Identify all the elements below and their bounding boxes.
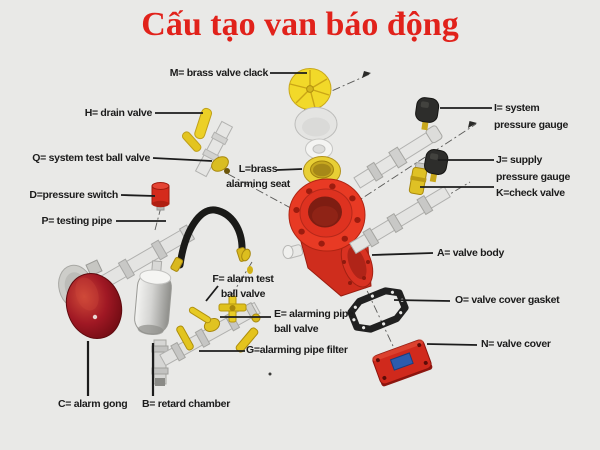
alarming-pipe-ball-valve-part xyxy=(176,306,221,351)
system-piping-part xyxy=(353,125,443,189)
testing-pipe-part xyxy=(170,206,248,272)
label-valve-cover: N= valve cover xyxy=(481,338,551,350)
label-alarm-test-ball-valve: F= alarm test ball valve xyxy=(212,273,274,301)
label-testing-pipe: P= testing pipe xyxy=(41,215,113,227)
axis-arrowheads xyxy=(362,71,477,128)
valve-cover-gasket-part xyxy=(347,287,409,333)
label-brass-alarming-seat: L=brass alarming seat xyxy=(226,163,290,191)
label-check-valve: K=check valve xyxy=(496,187,565,199)
label-drain-valve: H= drain valve xyxy=(84,107,153,119)
drain-valve-part xyxy=(181,107,234,178)
label-alarm-gong: C= alarm gong xyxy=(58,398,128,410)
label-pressure-switch: D=pressure switch xyxy=(29,189,118,201)
label-retard-chamber: B= retard chamber xyxy=(142,398,230,410)
label-brass-valve-clack: M= brass valve clack xyxy=(169,67,269,79)
valve-body-elbow-part xyxy=(282,244,304,259)
label-alarming-pipe-ball-valve: E= alarming pipe ball valve xyxy=(274,308,354,336)
label-system-test-ball-valve: Q= system test ball valve xyxy=(32,152,150,164)
label-system-pressure-gauge: I= system pressure gauge xyxy=(494,102,568,131)
supply-piping-part xyxy=(349,185,451,255)
pressure-switch-part xyxy=(151,182,170,211)
retard-chamber-part xyxy=(134,260,172,336)
alarm-test-ball-valve-part xyxy=(218,295,247,323)
label-valve-body: A= valve body xyxy=(437,247,505,259)
page-title: Cấu tạo van báo động xyxy=(141,6,459,43)
alarm-gong-part xyxy=(58,259,123,339)
label-supply-pressure-gauge: J= supply pressure gauge xyxy=(496,154,570,183)
valve-cover-part xyxy=(372,339,433,387)
alarming-pipe-filter-part xyxy=(235,248,261,353)
system-pressure-gauge-part xyxy=(415,97,440,131)
system-test-ball-valve-part xyxy=(211,156,230,174)
clack-washer-disc-part xyxy=(294,107,338,160)
gong-pipe-part xyxy=(89,224,196,295)
stray-dot xyxy=(268,372,272,376)
supply-pressure-gauge-part xyxy=(424,149,449,183)
label-alarming-pipe-filter: G=alarming pipe filter xyxy=(246,344,348,356)
label-valve-cover-gasket: O= valve cover gasket xyxy=(455,294,560,306)
leader-lines xyxy=(86,72,494,396)
